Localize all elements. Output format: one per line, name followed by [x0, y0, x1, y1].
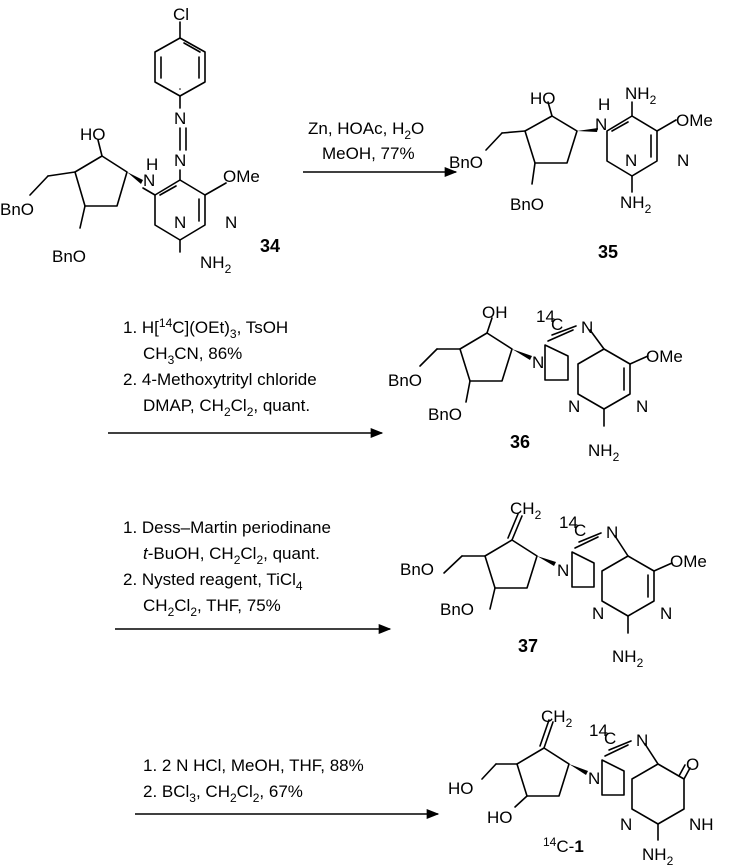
hydroxyl-label: OH	[482, 303, 508, 322]
carbonyl-o-label: O	[686, 755, 699, 774]
step-1-line-1: Zn, HOAc, H2O	[308, 119, 424, 142]
methoxy-label: OMe	[223, 167, 260, 186]
ring-n-label-2: N	[636, 397, 648, 416]
azo-n-label-2: N	[174, 151, 186, 170]
ring-n-label-1: N	[625, 151, 637, 170]
compound-36: OH 14 C N N OMe N N BnO BnO NH2 36	[388, 303, 683, 464]
ring-n-label-2: N	[660, 604, 672, 623]
compound-37: CH2 14 C N N OMe N N BnO BnO NH2 37	[400, 499, 707, 670]
step-2-line-1: 1. H[14C](OEt)3, TsOH	[123, 316, 288, 341]
step-1-line-2: MeOH, 77%	[322, 144, 415, 163]
imidazole-n-label: N	[636, 731, 648, 750]
ring-n-label-1: N	[174, 213, 186, 232]
ring-n-label-2: N	[677, 151, 689, 170]
step-1: Zn, HOAc, H2O MeOH, 77%	[303, 119, 458, 178]
benzyloxy-label-bottom: BnO	[428, 405, 462, 424]
isotope-label: 14	[536, 307, 555, 326]
hydroxyl-label-top: HO	[448, 779, 474, 798]
methoxy-label: OMe	[646, 347, 683, 366]
c14-label: C	[551, 315, 563, 334]
step-3-line-3: 2. Nysted reagent, TiCl4	[123, 570, 303, 593]
benzyloxy-label-top: BnO	[400, 560, 434, 579]
ring-n-label-1: N	[620, 815, 632, 834]
step-3: 1. Dess–Martin periodinane t-BuOH, CH2Cl…	[115, 518, 392, 635]
methylene-label: CH2	[541, 707, 573, 730]
amino-label: NH2	[620, 193, 652, 216]
isotope-label: 14	[559, 513, 578, 532]
azo-n-label-1: N	[174, 109, 186, 128]
compound-35: HO H N NH2 OMe N N BnO BnO NH2 35	[449, 84, 713, 262]
compound-number-37: 37	[518, 636, 538, 656]
benzyloxy-label-bottom: BnO	[510, 195, 544, 214]
methoxy-label: OMe	[676, 111, 713, 130]
step-3-line-1: 1. Dess–Martin periodinane	[123, 518, 331, 537]
compound-34: Cl N N HO H N OMe N N BnO BnO NH2 34	[0, 5, 280, 276]
amino-label: NH2	[200, 253, 232, 276]
compound-number-34: 34	[260, 236, 280, 256]
step-4: 1. 2 N HCl, MeOH, THF, 88% 2. BCl3, CH2C…	[135, 756, 440, 820]
compound-number-36: 36	[510, 432, 530, 452]
methylene-label: CH2	[510, 499, 542, 522]
isotope-label: 14	[589, 721, 608, 740]
benzyloxy-label-top: BnO	[0, 200, 34, 219]
compound-1: CH2 14 C N N O N NH HO HO NH2 14C-1	[448, 707, 714, 868]
ring-n-label-2: N	[225, 213, 237, 232]
hydroxyl-label: HO	[530, 89, 556, 108]
step-2-line-3: 2. 4-Methoxytrityl chloride	[123, 370, 317, 389]
nh-n-label: N	[595, 115, 607, 134]
step-2: 1. H[14C](OEt)3, TsOH CH3CN, 86% 2. 4-Me…	[108, 316, 384, 439]
nh-h-label: H	[598, 95, 610, 114]
benzyloxy-label-bottom: BnO	[440, 600, 474, 619]
step-3-line-2: t-BuOH, CH2Cl2, quant.	[143, 544, 320, 567]
imidazole-n-label: N	[606, 523, 618, 542]
ring-n-label-1: N	[592, 604, 604, 623]
ring-nh-label: NH	[689, 815, 714, 834]
amino-label: NH2	[642, 845, 674, 868]
step-4-line-2: 2. BCl3, CH2Cl2, 67%	[143, 782, 303, 805]
n9-label: N	[588, 769, 600, 788]
imidazole-n-label: N	[581, 318, 593, 337]
amino-label: NH2	[588, 441, 620, 464]
n9-label: N	[532, 353, 544, 372]
amino-label: NH2	[612, 647, 644, 670]
hydroxyl-label: HO	[80, 125, 106, 144]
step-2-line-4: DMAP, CH2Cl2, quant.	[143, 396, 310, 419]
c14-label: C	[604, 729, 616, 748]
step-4-line-1: 1. 2 N HCl, MeOH, THF, 88%	[143, 756, 364, 775]
benzyloxy-label-bottom: BnO	[52, 247, 86, 266]
n9-label: N	[557, 561, 569, 580]
ring-n-label-1: N	[568, 397, 580, 416]
step-3-line-4: CH2Cl2, THF, 75%	[143, 596, 281, 619]
chlorine-label: Cl	[173, 5, 189, 24]
amino-label-top: NH2	[625, 84, 657, 107]
benzyloxy-label-top: BnO	[449, 153, 483, 172]
nh-n-label: N	[143, 171, 155, 190]
c14-label: C	[574, 521, 586, 540]
hydroxyl-label-bottom: HO	[487, 808, 513, 827]
compound-number-35: 35	[598, 242, 618, 262]
benzyloxy-label-top: BnO	[388, 371, 422, 390]
step-2-line-2: CH3CN, 86%	[143, 344, 242, 367]
nh-h-label: H	[146, 155, 158, 174]
compound-number-1: 14C-1	[543, 835, 584, 856]
methoxy-label: OMe	[670, 552, 707, 571]
